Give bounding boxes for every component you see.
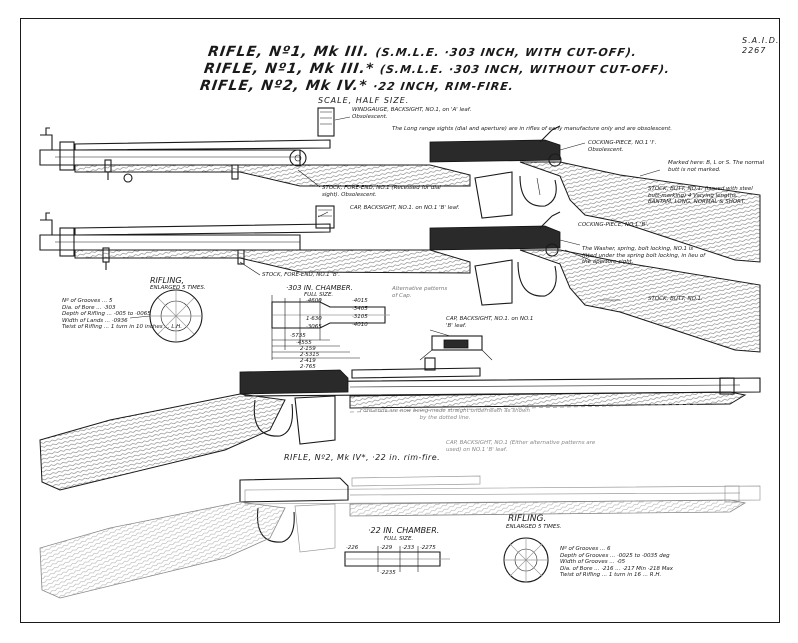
leader-lines <box>239 116 661 337</box>
spec-line: Depth of Rifling ... ·005 to ·0065 <box>62 311 151 317</box>
spec-line: Dia. of Bore ... ·216 ... ·217 Min ·218 … <box>560 565 674 572</box>
title-rifle-3: RIFLE, Nº2, Mk IV.* ·22 INCH, RIM-FIRE. <box>198 78 515 94</box>
chamber-dim: 2·765 <box>300 364 316 370</box>
chamber-dim: ·2275 <box>420 545 436 551</box>
note-long-range: The Long range sights (dial and aperture… <box>392 126 673 132</box>
chamber-dim: ·226 <box>346 545 359 551</box>
note-stock-fore-end-2: STOCK, FORE-END, NO.1 'B'. <box>262 272 340 278</box>
spec-line: Nº of Grooves ... 6 <box>560 546 611 552</box>
chamber-dim: ·2235 <box>380 570 396 576</box>
chamber-dim: ·3105 <box>352 314 368 320</box>
chamber-dim: ·233 <box>402 545 415 551</box>
scale-label: SCALE, HALF SIZE. <box>318 96 410 105</box>
chamber-22-title: ·22 IN. CHAMBER. <box>368 526 440 535</box>
chamber-dim: 2·419 <box>300 358 316 364</box>
drawing-border <box>20 18 780 623</box>
chamber-dim: ·3065 <box>306 324 322 330</box>
spec-line: Twist of Rifling ... 1 turn in 10 inches… <box>62 324 183 330</box>
rifling-22-specs: Nº of Grooves ... 6 Depth of Grooves ...… <box>560 546 673 579</box>
note-windgauge: WINDGAUGE, BACKSIGHT, NO.1, on 'A' leaf.… <box>352 107 472 120</box>
title-rifle-2: RIFLE, Nº1, Mk III.* (S.M.L.E. ·303 INCH… <box>202 61 672 77</box>
rifling-22-diagram <box>503 537 549 583</box>
chamber-dim: 2·5315 <box>300 352 320 358</box>
rifling-22-subtitle: ENLARGED 5 TIMES. <box>506 524 562 530</box>
sheet-ref-line1: S.A.I.D. <box>742 36 780 45</box>
rifling-303-specs: Nº of Grooves ... 5 Dia. of Bore ... ·30… <box>62 298 182 331</box>
note-stock-butt-2: STOCK, BUTT, NO.1. <box>648 296 703 302</box>
chamber-dim: ·4010 <box>352 322 368 328</box>
title-rifle-1: RIFLE, Nº1, Mk III. (S.M.L.E. ·303 INCH,… <box>206 44 638 60</box>
note-stock-fore-end-1: STOCK, FORE-END, NO.1 (Recessed for dial… <box>322 185 441 198</box>
cap-backsight-detail <box>419 335 493 361</box>
chamber-dim: ·4015 <box>352 298 368 304</box>
sheet-ref-line2: 2267 <box>742 46 767 55</box>
spec-line: Depth of Grooves ... ·0025 to ·0035 deg <box>560 552 670 559</box>
chamber-dim: ·4600 <box>306 298 322 304</box>
rifling-303-diagram <box>129 289 203 343</box>
rifling-22-title: RIFLING. <box>508 514 547 524</box>
note-cap-backsight-3: CAP, BACKSIGHT, NO.1 (Either alternative… <box>446 440 596 453</box>
spec-line: Twist of Rifling ... 1 turn in 16 ... R.… <box>560 572 662 578</box>
note-washer: The Washer, spring, bolt locking, NO.1 i… <box>582 246 706 265</box>
chamber-303-subtitle: FULL SIZE. <box>304 292 334 298</box>
chamber-dim: ·229 <box>380 545 393 551</box>
chamber-22-diagram <box>344 546 450 572</box>
note-cap-backsight-2: CAP, BACKSIGHT, NO.1. on NO.1 'B' leaf. <box>446 316 534 329</box>
chamber-22-subtitle: FULL SIZE. <box>384 536 414 542</box>
rifling-303-subtitle: ENLARGED 5 TIMES. <box>150 285 206 291</box>
note-fore-ends: Fore-ends are now being made straight un… <box>360 408 530 421</box>
chamber-dim: ·5735 <box>290 333 306 339</box>
rifle-no1-mk3star-drawing <box>39 205 761 353</box>
note-cocking-piece-2: COCKING-PIECE, NO.1 'B'. <box>578 222 649 228</box>
note-stock-butt-1: STOCK, BUTT, NO.1. (Issued with steel bu… <box>648 186 753 205</box>
rifling-303-title: RIFLING, <box>150 276 185 285</box>
note-cap-backsight: CAP, BACKSIGHT, NO.1. on NO.1 'B' leaf. <box>350 205 460 211</box>
chamber-dim: 2·159 <box>300 346 316 352</box>
note-cocking-piece-1: COCKING-PIECE, NO.1 'I'. Obsolescent. <box>588 140 657 153</box>
label-rifle-2-22: RIFLE, Nº2, Mk IV*, ·22 in. rim-fire. <box>284 453 441 462</box>
spec-line: Width of Lands ... ·0936 <box>62 317 128 324</box>
spec-line: Dia. of Bore ... ·303 <box>62 304 116 311</box>
chamber-dim: 1·630 <box>306 316 322 322</box>
chamber-dim: ·3405 <box>352 306 368 312</box>
note-alt-patterns: Alternative patterns of Cap. <box>392 286 448 299</box>
spec-line: Width of Grooves ... ·05 <box>560 559 626 565</box>
chamber-303-diagram <box>271 295 390 360</box>
spec-line: Nº of Grooves ... 5 <box>62 298 113 304</box>
rifle-no2-mk4-lower-drawing <box>39 475 761 599</box>
chamber-dim: ·4555 <box>296 340 312 346</box>
rifle-no1-mk3-drawing <box>39 107 761 263</box>
chamber-303-title: ·303 IN. CHAMBER. <box>286 284 353 292</box>
note-marked-here: Marked here: B, L or S. The normal butt … <box>668 160 765 173</box>
rifle-no2-mk4-upper-drawing <box>39 357 761 491</box>
